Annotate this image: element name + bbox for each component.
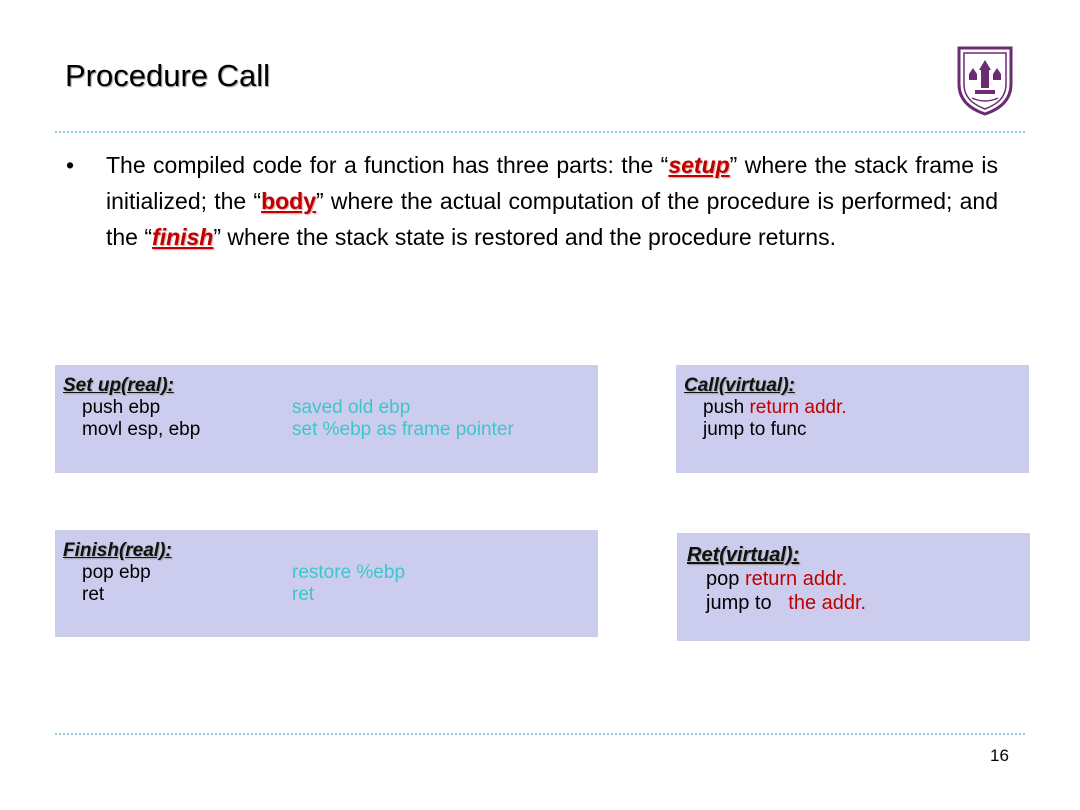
code-row: jump to the addr. xyxy=(677,591,1030,615)
instruction: ret xyxy=(82,584,105,605)
instruction-comment: saved old ebp xyxy=(292,397,411,418)
instruction: push ebp xyxy=(82,397,161,418)
instruction-comment: restore %ebp xyxy=(292,562,406,583)
code-row: pop return addr. xyxy=(677,567,1030,591)
bullet-text-part: ” where the actual computation of the pr… xyxy=(106,188,998,250)
instruction: push return addr. xyxy=(703,397,847,419)
bullet-paragraph: • The compiled code for a function has t… xyxy=(66,147,998,255)
instruction-op: jump to xyxy=(706,592,789,614)
bullet-text-part: ” where the stack state is restored and … xyxy=(213,224,836,250)
slide-title: Procedure Call xyxy=(65,58,271,93)
keyword-finish: finish xyxy=(152,224,214,250)
bullet-text: The compiled code for a function has thr… xyxy=(106,147,998,255)
setup-code-box: Set up(real): push ebp saved old ebp mov… xyxy=(55,365,598,473)
code-row: push ebp saved old ebp xyxy=(55,397,598,419)
call-box-heading: Call(virtual): xyxy=(684,375,795,396)
top-divider xyxy=(55,131,1025,133)
instruction: movl esp, ebp xyxy=(82,419,201,440)
instruction-op: push xyxy=(703,397,750,418)
instruction-comment: set %ebp as frame pointer xyxy=(292,419,514,440)
bullet-text-part: ” where the stack frame is initialized; … xyxy=(106,152,998,214)
code-row: jump to func xyxy=(676,419,1029,441)
code-row: movl esp, ebp set %ebp as frame pointer xyxy=(55,419,598,441)
bullet-text-part: The compiled code for a function has thr… xyxy=(106,152,669,178)
finish-box-heading: Finish(real): xyxy=(63,540,172,561)
code-row: pop ebp restore %ebp xyxy=(55,562,598,584)
instruction-comment: ret xyxy=(292,584,315,605)
code-row: ret ret xyxy=(55,584,598,606)
ret-code-box: Ret(virtual): pop return addr. jump to t… xyxy=(677,533,1030,641)
instruction-operand: return addr. xyxy=(744,568,848,590)
setup-box-heading: Set up(real): xyxy=(63,375,174,396)
instruction: pop ebp xyxy=(82,562,151,583)
bottom-divider xyxy=(55,733,1025,735)
instruction: jump to the addr. xyxy=(706,591,866,615)
keyword-setup: setup xyxy=(668,152,730,178)
code-row: push return addr. xyxy=(676,397,1029,419)
keyword-body: body xyxy=(261,188,317,214)
page-number: 16 xyxy=(990,746,1009,765)
university-crest-icon xyxy=(957,46,1013,116)
ret-box-heading: Ret(virtual): xyxy=(687,544,800,566)
finish-code-box: Finish(real): pop ebp restore %ebp ret r… xyxy=(55,530,598,637)
instruction: jump to func xyxy=(703,419,807,440)
bullet-dot: • xyxy=(66,152,75,178)
instruction-operand: the addr. xyxy=(788,592,867,614)
instruction: pop return addr. xyxy=(706,567,847,591)
instruction-operand: return addr. xyxy=(749,397,847,418)
call-code-box: Call(virtual): push return addr. jump to… xyxy=(676,365,1029,473)
instruction-op: pop xyxy=(706,568,745,590)
